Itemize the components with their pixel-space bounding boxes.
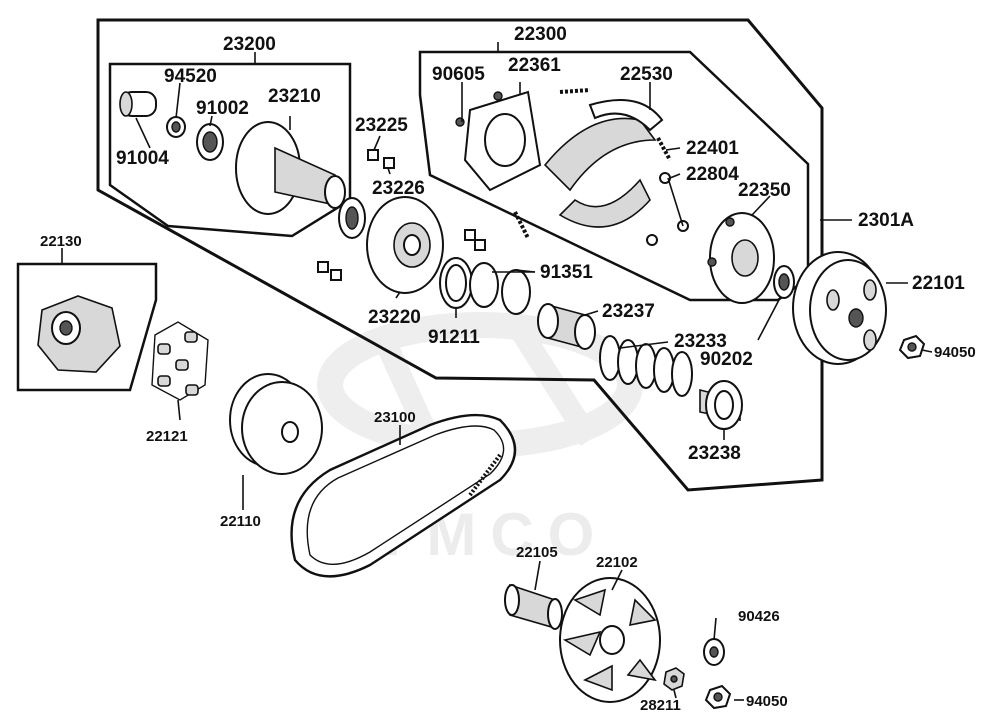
label-22110: 22110 xyxy=(220,513,261,530)
pin-22804 xyxy=(646,172,689,246)
drive-face-23210 xyxy=(235,121,346,215)
label-23226: 23226 xyxy=(372,178,425,199)
clutch-shoe-22530 xyxy=(543,99,664,228)
label-group-22130: 22130 xyxy=(40,233,82,250)
seal-washer xyxy=(338,197,366,239)
label-22530: 22530 xyxy=(620,64,673,85)
belt-23100 xyxy=(290,413,517,578)
assembly-frame-2301a xyxy=(96,18,824,492)
bushing-91004 xyxy=(119,91,157,117)
label-group-23200: 23200 xyxy=(223,34,276,55)
pulley-22110 xyxy=(229,373,323,475)
label-28211: 28211 xyxy=(640,697,681,714)
label-91002: 91002 xyxy=(196,98,249,119)
nut-28211 xyxy=(663,667,685,691)
label-22102: 22102 xyxy=(596,554,638,571)
label-22401: 22401 xyxy=(686,138,739,159)
label-94050-lower: 94050 xyxy=(746,693,788,710)
spring-23233 xyxy=(599,335,693,397)
oring-91211 xyxy=(439,257,473,309)
nut-94050-upper xyxy=(898,334,926,360)
movable-drive-face-23220 xyxy=(366,196,444,294)
label-91211: 91211 xyxy=(428,327,480,348)
seat-23238 xyxy=(699,380,743,430)
washer-90426 xyxy=(703,638,725,666)
label-91351: 91351 xyxy=(540,262,593,283)
label-23238: 23238 xyxy=(688,443,741,464)
collar-22105 xyxy=(504,583,563,630)
label-23220: 23220 xyxy=(368,307,421,328)
label-23210: 23210 xyxy=(268,86,321,107)
label-91004: 91004 xyxy=(116,148,169,169)
clutch-plate-22350 xyxy=(707,212,775,304)
label-90605: 90605 xyxy=(432,64,485,85)
label-94050-upper: 94050 xyxy=(934,344,976,361)
label-23100: 23100 xyxy=(374,409,416,426)
variator-frame-22130 xyxy=(16,262,158,392)
seal-90202 xyxy=(773,265,795,299)
label-90202: 90202 xyxy=(700,349,753,370)
label-90426: 90426 xyxy=(738,608,780,625)
nut-94050-lower xyxy=(704,684,732,710)
leader-lines xyxy=(61,42,933,701)
seal-91002 xyxy=(196,123,224,161)
part-labels: 23200 22300 2301A 22130 94520 91002 2321… xyxy=(40,24,976,714)
label-22804: 22804 xyxy=(686,164,739,185)
label-group-22300: 22300 xyxy=(514,24,567,45)
label-94520: 94520 xyxy=(164,66,217,87)
fan-22102 xyxy=(559,577,661,703)
rollers-22121 xyxy=(151,321,209,401)
label-22361: 22361 xyxy=(508,55,561,76)
plate-22361 xyxy=(455,90,542,192)
drive-face-frame-23200 xyxy=(108,62,352,238)
oring-91351 xyxy=(469,262,531,315)
label-22350: 22350 xyxy=(738,180,791,201)
clutch-frame-22300 xyxy=(418,50,810,302)
clutch-bell-22101 xyxy=(792,251,887,365)
spring-22401 xyxy=(513,88,672,239)
label-22121: 22121 xyxy=(146,428,188,445)
washer-94520 xyxy=(166,116,186,138)
pin-23225 xyxy=(317,149,486,281)
label-group-2301a: 2301A xyxy=(858,210,914,231)
collar-23237 xyxy=(537,303,596,350)
label-23225: 23225 xyxy=(355,115,408,136)
label-23237: 23237 xyxy=(602,301,655,322)
label-22105: 22105 xyxy=(516,544,558,561)
variator-22130 xyxy=(37,295,121,373)
label-22101: 22101 xyxy=(912,273,965,294)
label-23233: 23233 xyxy=(674,331,727,352)
